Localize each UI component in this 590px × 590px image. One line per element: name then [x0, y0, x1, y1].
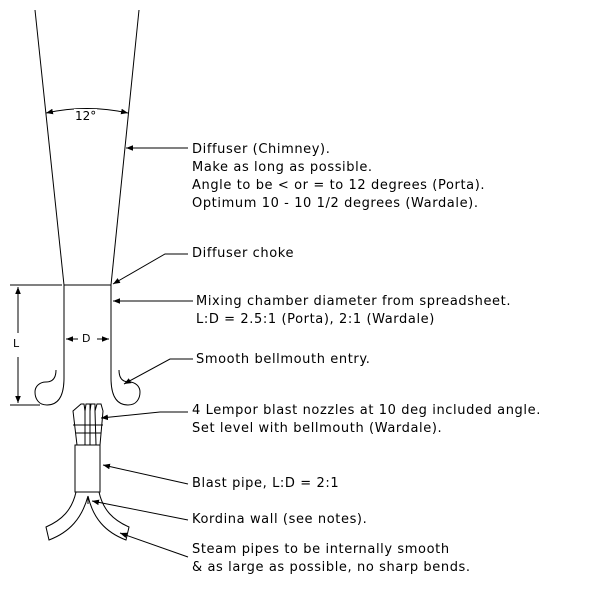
diffuser-note-line: Angle to be < or = to 12 degrees (Porta)… [192, 178, 486, 193]
nozzles-note-line: 4 Lempor blast nozzles at 10 deg include… [192, 403, 541, 418]
steam-note-line: Steam pipes to be internally smooth [192, 542, 450, 557]
nozzles-note: 4 Lempor blast nozzles at 10 deg include… [192, 402, 541, 438]
angle-dimension-arc [45, 108, 129, 115]
length-dimension [10, 284, 62, 406]
steam-pipes [45, 491, 130, 541]
angle-label: 12° [74, 109, 98, 123]
blast-pipe [74, 444, 101, 493]
mixing-chamber-note: Mixing chamber diameter from spreadsheet… [196, 293, 511, 329]
mixing-note-line: L:D = 2.5:1 (Porta), 2:1 (Wardale) [196, 312, 435, 327]
nozzles-note-line: Set level with bellmouth (Wardale). [192, 421, 443, 436]
kordina-note: Kordina wall (see notes). [192, 512, 368, 527]
mixing-chamber [63, 285, 112, 378]
diffuser-note: Diffuser (Chimney). Make as long as poss… [192, 141, 485, 213]
bellmouth-note: Smooth bellmouth entry. [196, 352, 371, 367]
length-label: L [13, 337, 20, 350]
choke-note: Diffuser choke [192, 246, 295, 261]
bellmouth-entry [34, 369, 141, 406]
diffuser-chimney [34, 9, 140, 286]
diffuser-note-line: Optimum 10 - 10 1/2 degrees (Wardale). [192, 196, 479, 211]
diffuser-note-line: Diffuser (Chimney). [192, 142, 331, 157]
leader-lines [91, 145, 193, 558]
steam-note-line: & as large as possible, no sharp bends. [192, 560, 471, 575]
diffuser-note-line: Make as long as possible. [192, 160, 373, 175]
blast-pipe-note: Blast pipe, L:D = 2:1 [192, 476, 340, 491]
mixing-note-line: Mixing chamber diameter from spreadsheet… [196, 294, 512, 309]
diameter-label: D [82, 332, 91, 345]
lempor-nozzles [72, 403, 104, 446]
steam-pipes-note: Steam pipes to be internally smooth & as… [192, 541, 471, 577]
